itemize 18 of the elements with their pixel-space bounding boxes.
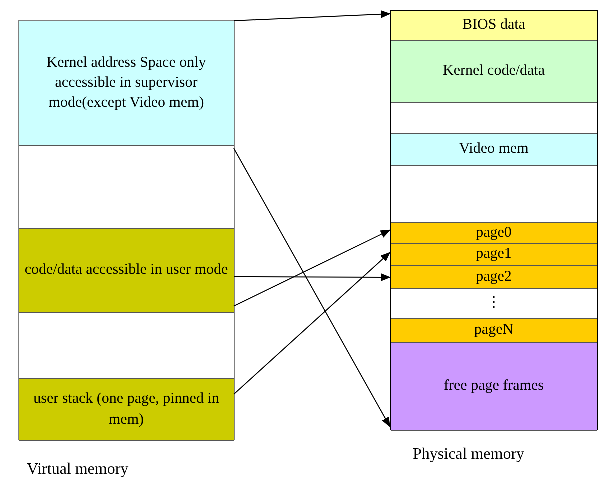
column-caption: Virtual memory	[27, 461, 129, 479]
memory-region: BIOS data	[391, 11, 597, 41]
arrow	[234, 230, 391, 307]
memory-region: Video mem	[391, 134, 597, 166]
memory-region: code/data accessible in user mode	[19, 229, 234, 313]
column-caption: Physical memory	[413, 446, 525, 464]
page-frame: page0	[391, 223, 597, 244]
memory-region: Kernel address Space only accessible in supervisor mode(except Video mem)	[19, 21, 234, 146]
arrow	[234, 10, 391, 22]
page-frame: page2	[391, 266, 597, 289]
memory-region: free page frames	[391, 343, 597, 431]
memory-region: user stack (one page, pinned in mem)	[19, 379, 234, 441]
arrow	[234, 273, 391, 282]
page-frame: pageN	[391, 319, 597, 343]
memory-region: Kernel code/data	[391, 41, 597, 103]
arrow	[234, 252, 391, 395]
page-frame: page1	[391, 244, 597, 266]
arrow	[234, 148, 390, 428]
